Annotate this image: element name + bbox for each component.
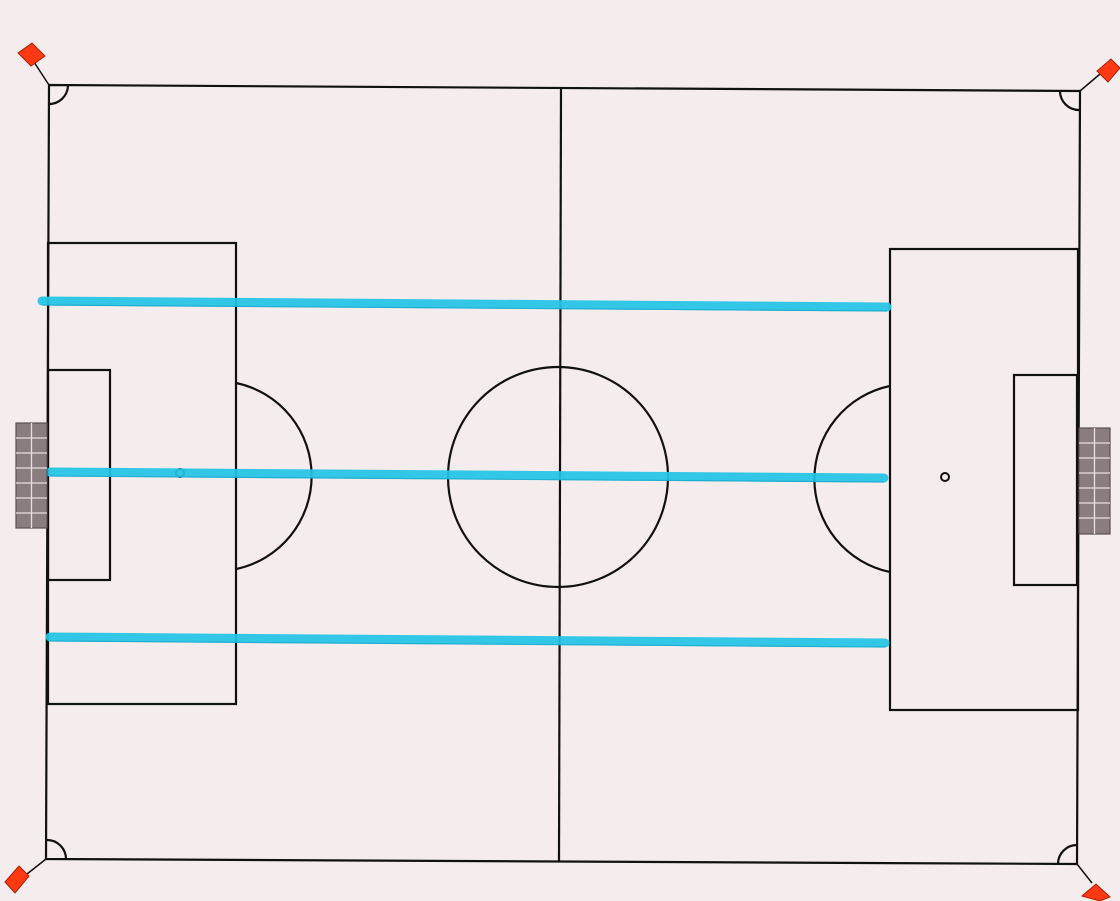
- corner-flag-bottom-right: [1076, 863, 1111, 901]
- corner-arc-bottom-left: [46, 838, 68, 860]
- right-penalty-spot: [940, 472, 950, 482]
- right-goal-area: [1012, 373, 1079, 587]
- corner-arc-bottom-right: [1056, 843, 1078, 865]
- corner-flag-top-right: [1079, 58, 1120, 92]
- corner-arc-top-left: [48, 85, 70, 106]
- lane-line-bottom-edge: [49, 640, 886, 648]
- corner-flag-top-left: [17, 42, 50, 86]
- lane-line-middle-edge: [49, 475, 885, 483]
- lane-line-middle: [45, 467, 889, 483]
- lane-line-top-edge: [41, 304, 888, 312]
- lane-line-bottom: [45, 632, 890, 648]
- lane-line-top: [37, 296, 892, 312]
- corner-flag-bottom-left: [4, 858, 47, 894]
- right-goal-net: [1078, 427, 1111, 535]
- left-goal-net: [15, 422, 48, 529]
- corner-arc-top-right: [1058, 90, 1080, 112]
